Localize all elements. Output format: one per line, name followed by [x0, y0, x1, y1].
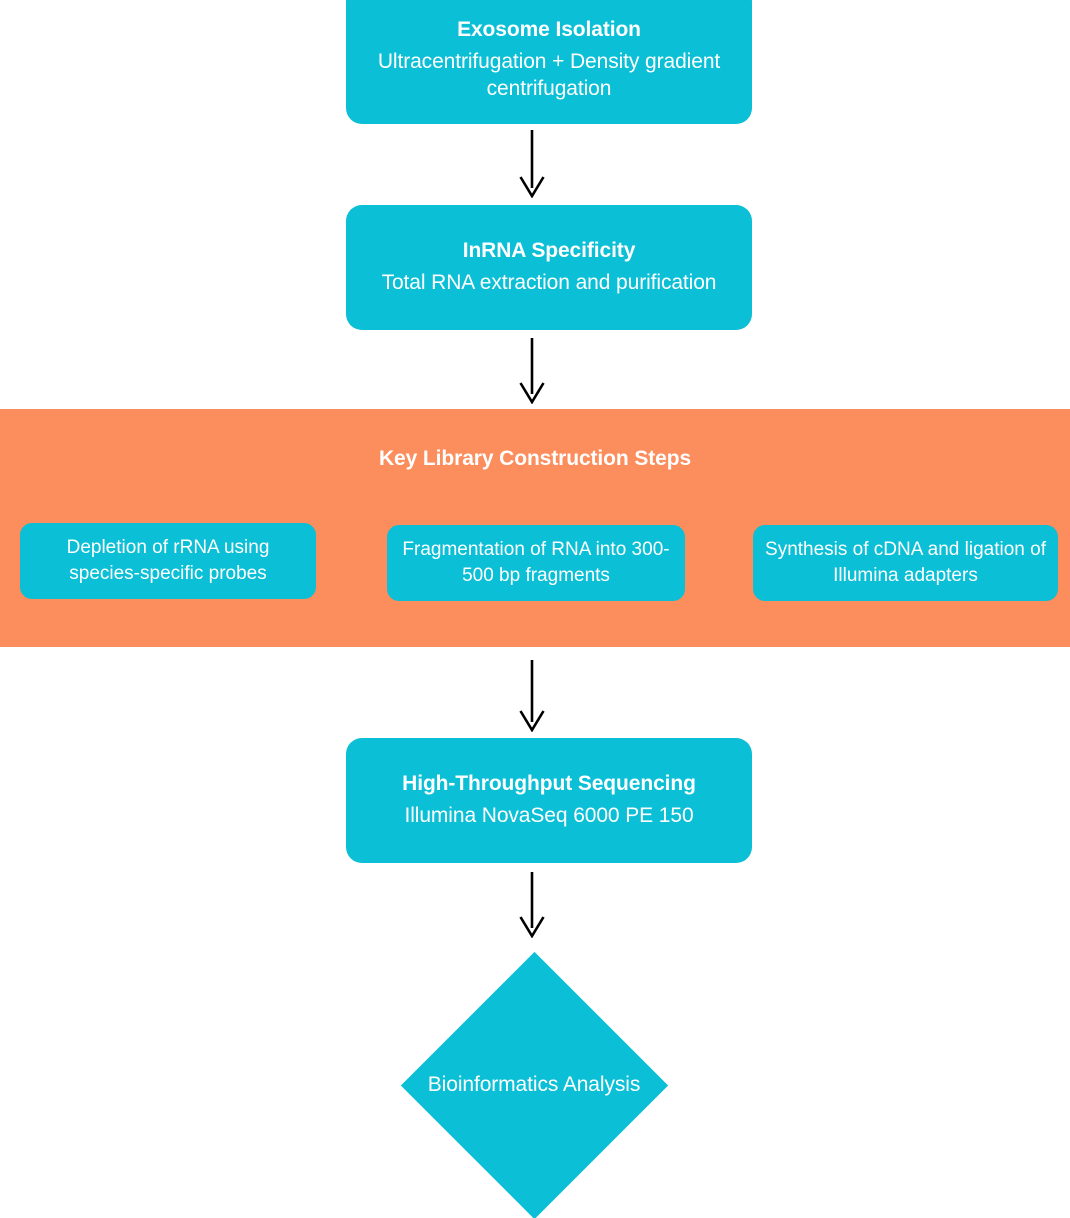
substep-rna-fragmentation[interactable]: Fragmentation of RNA into 300-500 bp fra… [387, 525, 685, 601]
node-exosome-isolation[interactable]: Exosome Isolation Ultracentrifugation + … [346, 0, 752, 124]
node-lnrna-specificity[interactable]: InRNA Specificity Total RNA extraction a… [346, 205, 752, 330]
substep-cdna-synthesis-label: Synthesis of cDNA and ligation of Illumi… [765, 538, 1046, 586]
arrow-exosome-to-lnrna [512, 130, 552, 199]
node-lnrna-specificity-title: InRNA Specificity [462, 239, 636, 263]
node-exosome-isolation-subtitle: Ultracentrifugation + Density gradient c… [377, 50, 721, 100]
substep-rrna-depletion-label: Depletion of rRNA using species-specific… [66, 536, 270, 584]
substep-cdna-synthesis[interactable]: Synthesis of cDNA and ligation of Illumi… [753, 525, 1058, 601]
node-exosome-isolation-title: Exosome Isolation [457, 18, 641, 42]
node-high-throughput-sequencing-subtitle: Illumina NovaSeq 6000 PE 150 [404, 804, 694, 827]
substep-rrna-depletion[interactable]: Depletion of rRNA using species-specific… [20, 523, 316, 599]
node-high-throughput-sequencing[interactable]: High-Throughput Sequencing Illumina Nova… [346, 738, 752, 863]
node-high-throughput-sequencing-title: High-Throughput Sequencing [402, 772, 696, 796]
down-arrow-icon [519, 660, 545, 733]
node-bioinformatics-analysis[interactable]: Bioinformatics Analysis [400, 951, 668, 1218]
down-arrow-icon [519, 872, 545, 939]
arrow-lnrna-to-library [512, 338, 552, 405]
substep-rna-fragmentation-label: Fragmentation of RNA into 300-500 bp fra… [402, 538, 670, 586]
arrow-sequencing-to-analysis [512, 872, 552, 939]
node-bioinformatics-analysis-label: Bioinformatics Analysis [427, 1072, 641, 1096]
band-key-library-construction-title: Key Library Construction Steps [378, 447, 692, 470]
node-lnrna-specificity-subtitle: Total RNA extraction and purification [381, 271, 717, 294]
down-arrow-icon [519, 338, 545, 405]
down-arrow-icon [519, 130, 545, 199]
arrow-library-to-sequencing [512, 660, 552, 733]
